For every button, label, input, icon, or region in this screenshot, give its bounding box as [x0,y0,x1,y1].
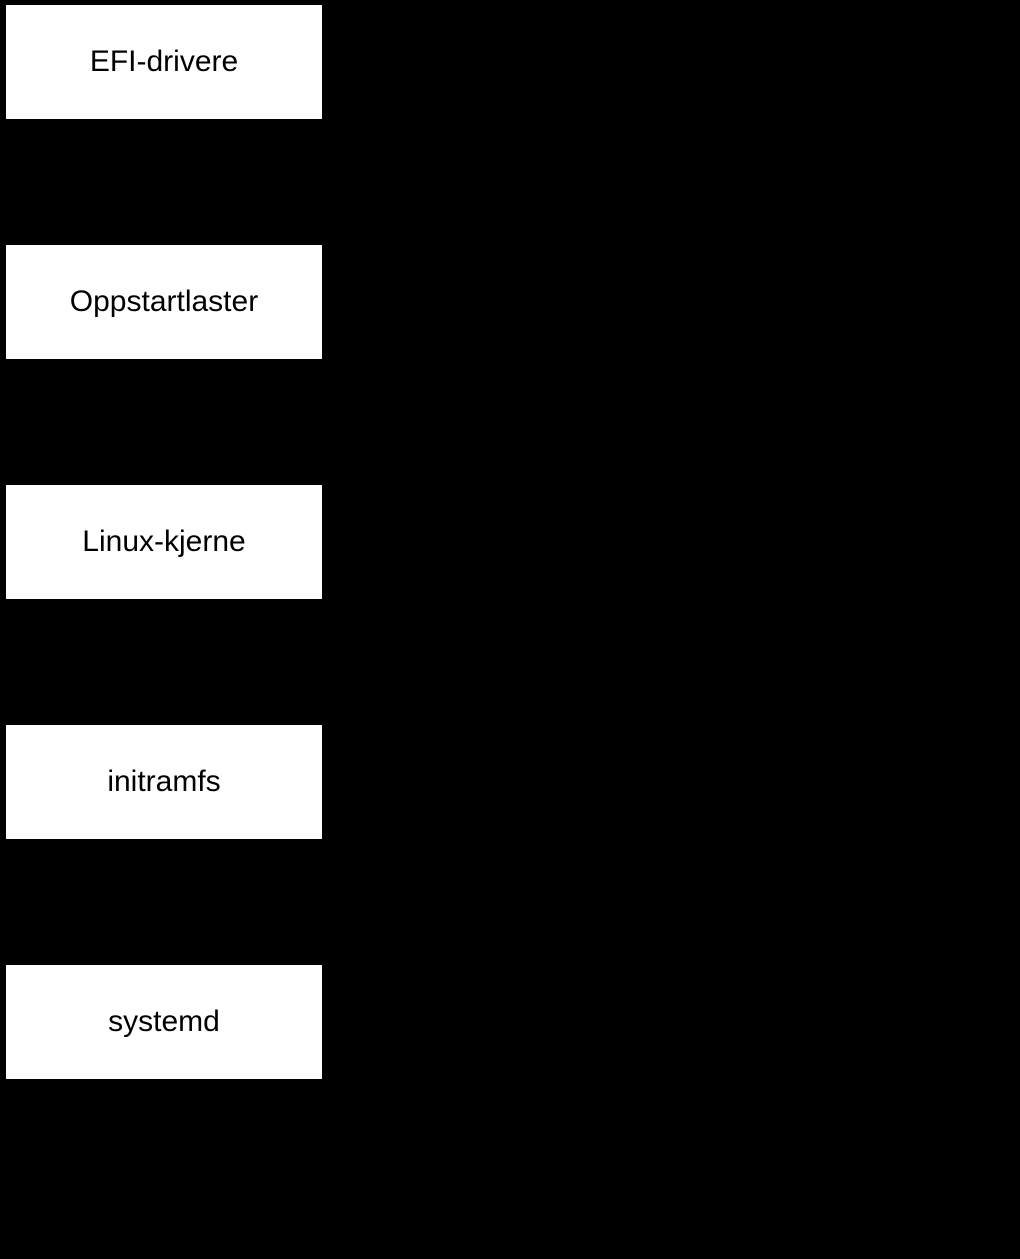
node-initramfs: initramfs [5,724,323,840]
node-efi-drivere-label: EFI-drivere [89,45,239,78]
node-oppstartlaster: Oppstartlaster [5,244,323,360]
node-systemd: systemd [5,964,323,1080]
node-linux-kjerne: Linux-kjerne [5,484,323,600]
node-oppstartlaster-label: Oppstartlaster [69,285,259,318]
node-efi-drivere: EFI-drivere [5,4,323,120]
node-systemd-label: systemd [108,1005,220,1038]
node-initramfs-label: initramfs [107,765,221,798]
node-linux-kjerne-label: Linux-kjerne [82,525,246,558]
